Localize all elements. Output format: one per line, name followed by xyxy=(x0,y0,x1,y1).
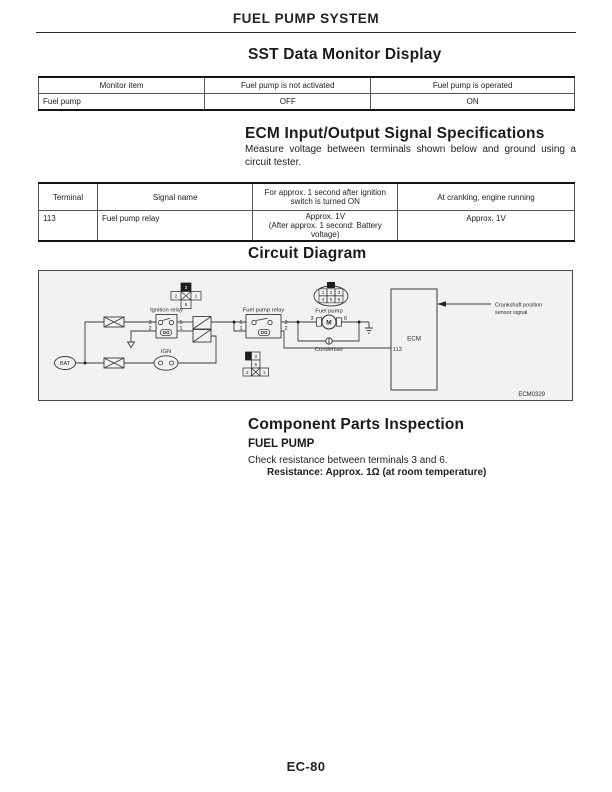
crankshaft-note-line1: Crankshaft position xyxy=(495,303,542,309)
component-inspection-heading: Component Parts Inspection xyxy=(248,416,465,433)
connector-pin-3: 3 xyxy=(254,354,257,360)
after-ignition-line1: Approx. 1V xyxy=(305,212,346,221)
connector-pin-3: 3 xyxy=(185,285,188,291)
sst-monitor-heading: SST Data Monitor Display xyxy=(248,46,442,63)
inline-connector-lower xyxy=(192,329,212,343)
ignition-switch-symbol: IGN xyxy=(153,349,179,371)
ignition-relay-label: Ignition relay xyxy=(150,308,183,314)
condenser-symbol: Condenser xyxy=(315,337,343,353)
after-ignition-line2: (After approx. 1 second: Battery voltage… xyxy=(268,221,382,239)
fuel-pump-motor-symbol: Fuel pump M 3 6 xyxy=(310,309,347,330)
ignition-relay-symbol: Ignition relay 3 5 2 1 xyxy=(148,308,183,339)
col-header-signal-name: Signal name xyxy=(96,182,254,211)
ecm-signal-table: Terminal Signal name For approx. 1 secon… xyxy=(38,182,575,242)
resistance-spec-text: Resistance: Approx. 1Ω (at room temperat… xyxy=(267,467,487,478)
fusible-link-lower xyxy=(103,357,125,369)
connector-pin-6: 6 xyxy=(338,297,341,303)
connector-pin-5: 5 xyxy=(254,362,257,368)
fuel-pump-relay-pin-5: 5 xyxy=(239,320,242,326)
ignition-relay-connector-pinout: 3 2 1 5 xyxy=(170,282,202,309)
connector-pin-2: 2 xyxy=(330,290,333,296)
connector-pin-4: 4 xyxy=(322,297,325,303)
fuel-pump-subheading: FUEL PUMP xyxy=(248,438,315,450)
cell-monitor-item: Fuel pump xyxy=(37,93,206,111)
ecm-signal-heading: ECM Input/Output Signal Specifications xyxy=(245,125,545,142)
col-header-monitor-item: Monitor item xyxy=(37,76,206,94)
sst-monitor-table: Monitor item Fuel pump is not activated … xyxy=(37,76,575,111)
ecm-label: ECM xyxy=(407,336,421,343)
table-row: Fuel pump OFF ON xyxy=(37,93,575,111)
title-divider xyxy=(36,32,576,33)
col-header-operated: Fuel pump is operated xyxy=(370,76,575,94)
condenser-label: Condenser xyxy=(315,347,343,353)
ecm-terminal-113: 113 xyxy=(393,347,402,353)
connector-pin-5: 5 xyxy=(185,302,188,308)
connector-pin-1: 1 xyxy=(322,290,325,296)
col-header-not-activated: Fuel pump is not activated xyxy=(204,76,372,94)
crankshaft-note-line2: sensor signal xyxy=(495,310,527,316)
fuel-pump-pin-3: 3 xyxy=(310,316,313,322)
ignition-relay-pin-3: 3 xyxy=(148,320,151,326)
inline-connector-upper xyxy=(192,316,212,330)
fuel-pump-relay-pin-3: 3 xyxy=(284,320,287,326)
ecm-signal-description: Measure voltage between terminals shown … xyxy=(245,144,576,168)
ground-symbol xyxy=(126,341,136,349)
table-row: 113 Fuel pump relay Approx. 1V (After ap… xyxy=(38,210,575,242)
figure-id: ECM0329 xyxy=(518,392,545,398)
connector-pin-3: 3 xyxy=(338,290,341,296)
fuel-pump-connector-pinout: 1 2 3 4 5 6 xyxy=(313,282,349,307)
cell-signal-name: Fuel pump relay xyxy=(96,210,254,242)
crankshaft-signal-note: Crankshaft position sensor signal xyxy=(437,301,542,316)
table-header-row: Terminal Signal name For approx. 1 secon… xyxy=(38,182,575,211)
fuel-pump-relay-connector-pinout: 3 5 2 1 xyxy=(242,351,269,377)
circuit-diagram-svg: BAT IGN Ignition relay xyxy=(54,282,546,398)
junction-dots xyxy=(83,320,361,365)
circuit-diagram-figure: BAT IGN Ignition relay xyxy=(38,270,573,401)
earth-ground-symbol xyxy=(365,322,373,334)
fuel-pump-relay-pin-1: 1 xyxy=(239,326,242,332)
col-header-at-cranking: At cranking, engine running xyxy=(397,182,575,211)
arrow-left-icon xyxy=(437,301,446,307)
circuit-diagram-heading: Circuit Diagram xyxy=(248,245,367,262)
fuel-pump-relay-pin-2: 2 xyxy=(284,326,287,332)
fuel-pump-label: Fuel pump xyxy=(315,309,342,315)
connector-pin-1: 1 xyxy=(195,294,198,300)
ignition-relay-pin-1: 1 xyxy=(179,326,182,332)
col-header-terminal: Terminal xyxy=(38,182,98,211)
motor-m-symbol: M xyxy=(326,320,331,327)
fuel-pump-relay-label: Fuel pump relay xyxy=(243,308,285,314)
col-header-after-ignition: For approx. 1 second after ignition swit… xyxy=(252,182,399,211)
cell-not-activated: OFF xyxy=(204,93,372,111)
cell-after-ignition: Approx. 1V (After approx. 1 second: Batt… xyxy=(252,210,399,242)
battery-symbol: BAT xyxy=(54,356,76,370)
ignition-relay-pin-2: 2 xyxy=(148,326,151,332)
ignition-switch-label: IGN xyxy=(161,349,171,355)
check-resistance-text: Check resistance between terminals 3 and… xyxy=(248,455,448,466)
cell-operated: ON xyxy=(370,93,575,111)
fusible-link-upper xyxy=(103,316,125,328)
connector-pin-5: 5 xyxy=(330,297,333,303)
connector-pin-1: 1 xyxy=(263,370,266,376)
connector-pin-2: 2 xyxy=(246,370,249,376)
page-number: EC-80 xyxy=(286,759,326,774)
wires xyxy=(75,303,491,364)
page-title: FUEL PUMP SYSTEM xyxy=(232,11,380,26)
cell-at-cranking: Approx. 1V xyxy=(397,210,575,242)
ecm-symbol: ECM 113 xyxy=(390,288,438,391)
battery-label: BAT xyxy=(60,361,71,367)
cell-terminal: 113 xyxy=(38,210,98,242)
fuel-pump-relay-symbol: Fuel pump relay 5 3 1 2 xyxy=(239,308,288,339)
table-header-row: Monitor item Fuel pump is not activated … xyxy=(37,76,575,94)
fuel-pump-pin-6: 6 xyxy=(344,316,347,322)
ignition-relay-pin-5: 5 xyxy=(179,320,182,326)
connector-pin-2: 2 xyxy=(175,294,178,300)
